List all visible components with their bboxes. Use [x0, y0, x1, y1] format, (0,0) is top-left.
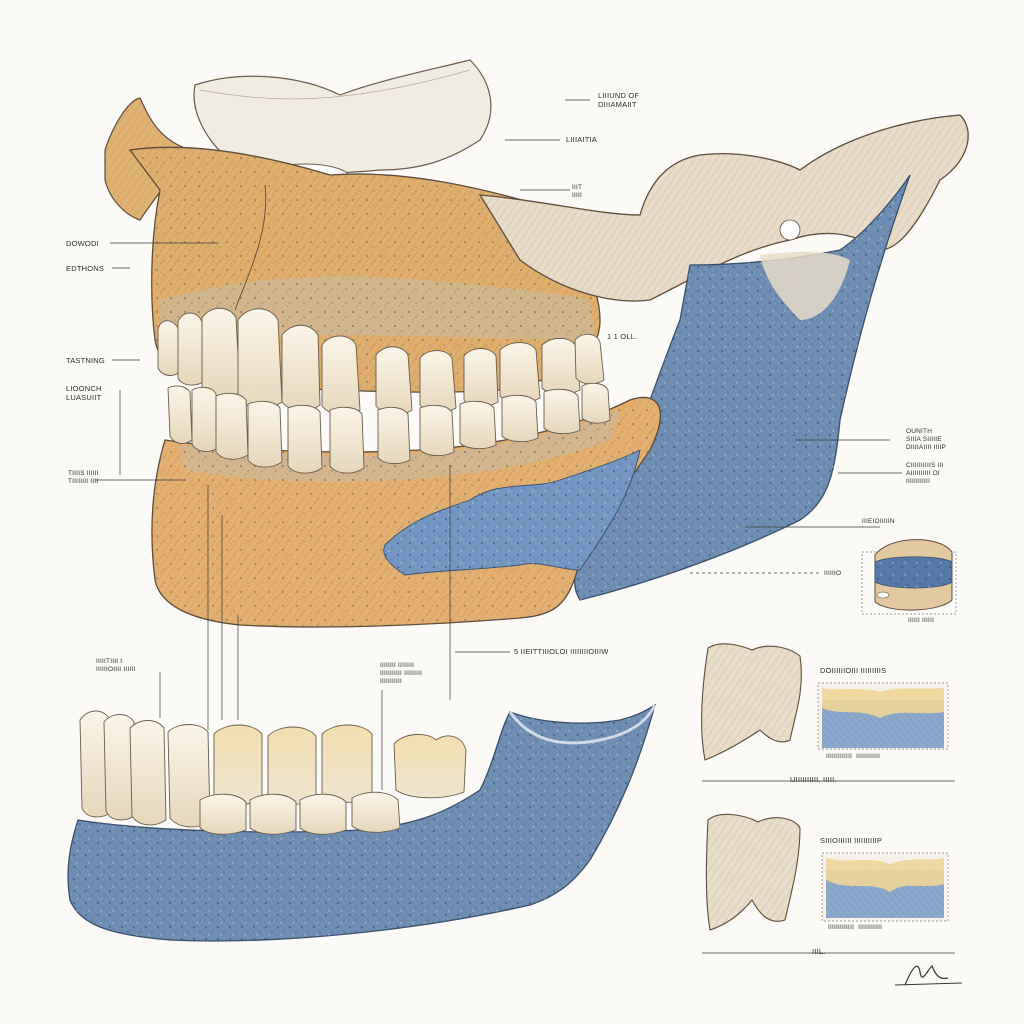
label-top-right-2: LIIIAITIA — [566, 135, 597, 144]
mandible — [151, 174, 911, 628]
tooth — [247, 400, 283, 468]
tooth — [281, 324, 321, 412]
tooth — [237, 308, 283, 409]
label-right-1: OUNITH SIIIA SIIIIIE DIIIIAIIII IIIIP — [906, 428, 947, 451]
lower-jaw-section — [67, 703, 657, 942]
tooth — [419, 404, 455, 457]
tooth — [157, 320, 181, 376]
signature-icon — [894, 964, 963, 986]
panel-2-title: SIIIOIIIIII IIIIIIIIIIP — [820, 836, 883, 845]
bone-core-inset — [861, 539, 957, 615]
tooth — [574, 333, 605, 385]
tooth — [129, 720, 167, 826]
label-inset-side: IIIIIIO — [824, 570, 842, 577]
label-lower-mid: IIIIIIII IIIIIIII IIIIIIIIIII IIIIIIIII … — [380, 662, 423, 685]
tooth — [201, 307, 241, 399]
tooth — [287, 404, 323, 474]
tooth — [459, 400, 497, 450]
tooth — [393, 734, 467, 799]
label-inset-top: IIIEIOIIIIIN — [862, 518, 895, 525]
label-top-right-1: LIIIUND OF DIIIAMAIIT — [598, 91, 640, 109]
panel-1-footer: UIIIIIIIIII. IIIII. — [790, 775, 837, 784]
label-left-2: EDTHONS — [66, 264, 105, 273]
label-mid-right: 1 1 OLL. — [607, 332, 638, 341]
lower-jaw-teeth — [79, 710, 467, 835]
panel-2-caption: IIIIIIIIIIIII IIIIIIIIIIII — [828, 924, 883, 931]
tooth — [581, 382, 611, 424]
tooth — [463, 348, 499, 408]
label-right-2: CIIIIIIIIIIS III AIIIIIIIIII OI IIIIIIII… — [906, 462, 944, 485]
tooth — [419, 350, 457, 413]
tooth — [215, 392, 249, 460]
label-left-3: TASTNING — [66, 356, 105, 365]
label-inset-caption: IIIIII IIIIII — [908, 617, 935, 624]
label-center-1: 5 IIEITTIIIOLOI IIIIIIIIOIIIW — [514, 647, 609, 656]
tooth — [213, 724, 263, 805]
tooth — [321, 335, 361, 416]
lower-teeth — [167, 382, 611, 474]
tooth — [543, 388, 581, 435]
tooth — [329, 406, 365, 474]
panel-1-title: DOIIIIIIOIII IIIIIIIIIS — [820, 666, 887, 675]
tooth — [375, 346, 413, 416]
panel-2-footer: IIIL. — [812, 947, 826, 956]
panel-1-caption: IIIIIIIIIIIII IIIIIIIIIIII — [826, 753, 881, 760]
leader-lines — [95, 99, 902, 790]
label-left-1: DOWODI — [66, 239, 99, 248]
tooth — [377, 406, 411, 465]
label-top-mid: IIIT IIIII — [572, 184, 583, 199]
label-left-4: LIOONCH LUASUIIT — [66, 384, 102, 402]
label-left-5: TIIIIS IIIIII TIIIIIIII IIII — [68, 470, 99, 485]
tooth — [249, 793, 297, 835]
upper-teeth — [157, 307, 605, 416]
panel-1 — [701, 643, 955, 782]
tooth — [299, 793, 347, 835]
tooth — [167, 385, 193, 444]
label-lower-left: IIIIITIIII I IIIIIIOIIII IIIIII — [96, 658, 136, 673]
tooth — [321, 724, 373, 803]
tooth — [501, 394, 539, 443]
tooth — [199, 793, 247, 835]
tooth — [499, 342, 541, 404]
tooth — [351, 791, 401, 833]
tooth — [267, 726, 317, 805]
tooth — [191, 386, 219, 452]
tooth — [541, 337, 581, 396]
panel-2 — [702, 813, 955, 954]
